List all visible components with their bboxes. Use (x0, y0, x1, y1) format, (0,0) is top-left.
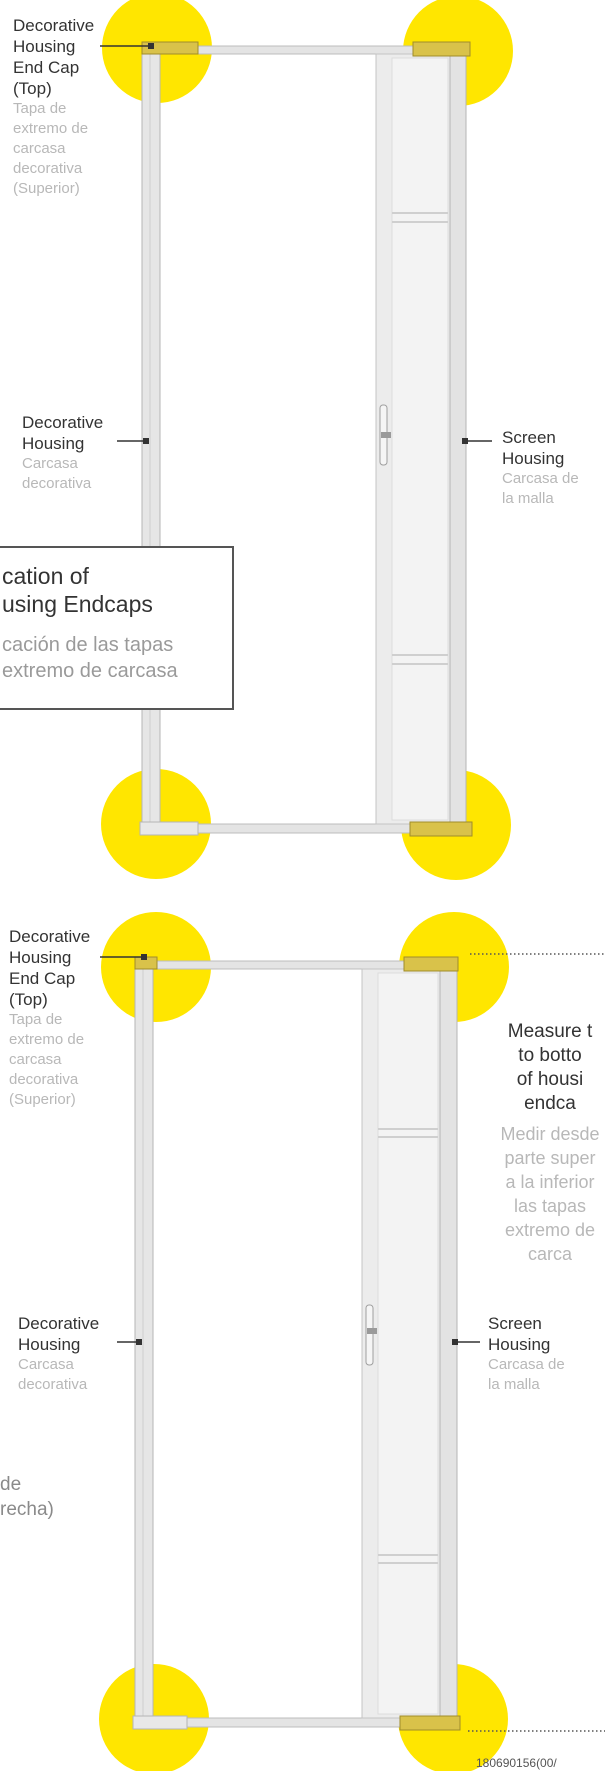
location-of-housing-endcaps-box: cation of using Endcaps cación de las ta… (0, 546, 234, 710)
measure-en-line: endca (524, 1093, 576, 1114)
decorative-housing-left-2 (134, 964, 154, 1728)
label-en-line: Housing (13, 37, 76, 56)
box-subtitle-line: cación de las tapas (2, 634, 174, 656)
end-cap-bottom-right-2 (399, 1715, 461, 1731)
box-subtitle-line: extremo de carcasa (2, 660, 178, 682)
screen-housing-right-2 (439, 964, 458, 1728)
label-screen-housing: Screen Housing Carcasa de la malla (502, 427, 579, 509)
box-title-line: cation of (2, 563, 89, 589)
measure-es-line: carca (527, 1244, 572, 1264)
label-en-line: End Cap (13, 58, 80, 77)
label-es-line: Carcasa (18, 1356, 74, 1373)
label-en-line: Screen (488, 1314, 542, 1333)
label-en-line: Housing (18, 1335, 81, 1354)
end-cap-bottom-right (409, 821, 473, 837)
label-es-line: extremo de (13, 120, 89, 137)
diagram-top (100, 0, 513, 880)
label-es-line: carcasa (9, 1051, 62, 1068)
measure-es-line: a la inferior (505, 1172, 595, 1192)
label-en-line: (Top) (9, 990, 48, 1009)
label-en-line: Decorative (13, 16, 95, 35)
label-en-line: Housing (488, 1335, 551, 1354)
measure-en-line: Measure t (507, 1021, 593, 1042)
box-title-line: using Endcaps (2, 591, 153, 617)
label-decorative-housing: Decorative Housing Carcasa decorativa (22, 412, 103, 494)
label-es-line: Tapa de (13, 100, 67, 117)
end-cap-top-right (412, 41, 471, 57)
measure-es-line: las tapas (513, 1196, 587, 1216)
label-end-cap-top-2: Decorative Housing End Cap (Top) Tapa de… (9, 926, 90, 1110)
end-cap-top-right-2 (403, 956, 459, 972)
label-en-line: End Cap (9, 969, 76, 988)
door-handle-2 (365, 1304, 374, 1366)
label-es-line: decorativa (13, 160, 83, 177)
label-screen-housing-2: Screen Housing Carcasa de la malla (488, 1313, 565, 1395)
label-en-line: Housing (22, 434, 85, 453)
measure-es-line: Medir desde (500, 1124, 600, 1144)
part-number: 180690156(00/ (476, 1756, 557, 1770)
label-en-line: Decorative (9, 927, 91, 946)
fragment-line: de (0, 1474, 22, 1495)
label-en-line: Decorative (22, 413, 104, 432)
label-en-line: Screen (502, 428, 556, 447)
label-es-line: Carcasa (22, 455, 78, 472)
label-es-line: decorativa (18, 1376, 88, 1393)
label-es-line: (Superior) (13, 180, 80, 197)
measure-en-line: to botto (518, 1045, 582, 1066)
label-es-line: Carcasa de (488, 1356, 565, 1373)
label-es-line: la malla (502, 490, 554, 507)
label-en-line: (Top) (13, 79, 52, 98)
label-es-line: extremo de (9, 1031, 85, 1048)
measure-es-line: parte super (504, 1148, 596, 1168)
end-cap-top-left (141, 41, 199, 55)
label-end-cap-top: Decorative Housing End Cap (Top) Tapa de… (13, 15, 94, 199)
fragment-line: recha) (0, 1499, 54, 1520)
end-cap-bottom-left-2 (132, 1715, 188, 1730)
left-fragment-label: de recha) (0, 1472, 54, 1522)
label-es-line: decorativa (9, 1071, 79, 1088)
label-en-line: Decorative (18, 1314, 100, 1333)
label-es-line: carcasa (13, 140, 66, 157)
label-es-line: Tapa de (9, 1011, 63, 1028)
label-en-line: Housing (9, 948, 72, 967)
measure-en-line: of housi (516, 1069, 584, 1090)
diagram-bottom (99, 912, 605, 1771)
label-es-line: la malla (488, 1376, 540, 1393)
label-es-line: (Superior) (9, 1091, 76, 1108)
label-es-line: Carcasa de (502, 470, 579, 487)
measure-es-line: extremo de (504, 1220, 596, 1240)
label-en-line: Housing (502, 449, 565, 468)
measure-instruction: Measure t to botto of housi endca Medir … (480, 1020, 605, 1266)
label-es-line: decorativa (22, 475, 92, 492)
end-cap-bottom-left (139, 821, 199, 836)
label-decorative-housing-2: Decorative Housing Carcasa decorativa (18, 1313, 99, 1395)
